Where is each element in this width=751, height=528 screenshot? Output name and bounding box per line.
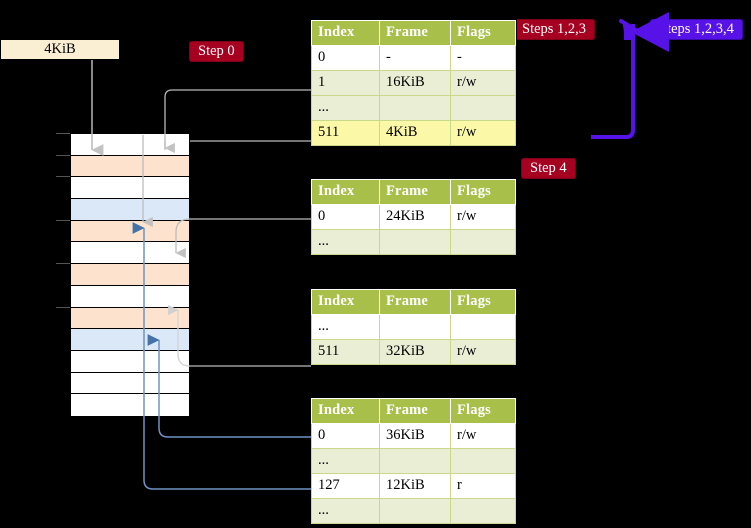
cell-index: 1 [311, 70, 380, 96]
memory-frame-5 [71, 242, 189, 265]
memory-frame-1 [71, 155, 189, 178]
connector-level3-0 [175, 218, 311, 259]
memory-tick-0 [56, 133, 70, 134]
column-header-frame: Frame [379, 179, 451, 205]
cell-index: ... [311, 498, 380, 524]
column-header-flags: Flags [450, 20, 516, 46]
memory-frame-2 [71, 177, 189, 200]
cell-frame [379, 314, 451, 340]
table-row: ... [311, 314, 516, 340]
badge-step-4: Step 4 [521, 158, 576, 179]
cell-frame [379, 229, 451, 255]
column-header-index: Index [311, 398, 380, 424]
cell-flags [450, 314, 516, 340]
connector-level2-511 [168, 304, 311, 367]
cell-frame: 16KiB [379, 70, 451, 96]
cell-index: 511 [311, 339, 380, 365]
cell-flags [450, 95, 516, 121]
cell-index: ... [311, 448, 380, 474]
memory-frame-6 [71, 264, 189, 286]
cell-frame [379, 95, 451, 121]
cell-flags: - [450, 45, 516, 71]
cell-index: 0 [311, 45, 380, 71]
memory-tick-3 [56, 219, 70, 221]
memory-frame-7 [71, 285, 189, 308]
memory-frame-3 [71, 199, 189, 221]
memory-frame-9 [71, 329, 189, 351]
column-header-index: Index [311, 289, 380, 315]
column-header-index: Index [311, 179, 380, 205]
table-row: ... [311, 448, 516, 474]
cell-frame: 36KiB [379, 423, 451, 449]
cell-index: ... [311, 229, 380, 255]
table-row: ... [311, 229, 516, 255]
memory-frame-10 [71, 350, 189, 373]
column-header-flags: Flags [450, 179, 516, 205]
column-header-index: Index [311, 20, 380, 46]
memory-frame-0 [71, 134, 189, 156]
cell-flags: r [450, 473, 516, 499]
badge-step-0: Step 0 [189, 41, 244, 62]
column-header-flags: Flags [450, 289, 516, 315]
cell-flags: r/w [450, 423, 516, 449]
memory-tick-5 [56, 306, 70, 308]
cell-flags [450, 229, 516, 255]
cell-flags: r/w [450, 204, 516, 230]
bracket-steps-1-2-3-4 [591, 12, 669, 139]
memory-tick-1 [56, 154, 70, 156]
column-header-frame: Frame [379, 398, 451, 424]
cell-flags [450, 498, 516, 524]
cell-index: ... [311, 314, 380, 340]
physical-memory-column [70, 133, 190, 416]
cell-index: 511 [311, 120, 380, 146]
cell-frame: 4KiB [379, 120, 451, 146]
cell-index: 0 [311, 204, 380, 230]
table-row: ... [311, 95, 516, 121]
cell-frame [379, 498, 451, 524]
cell-frame: 32KiB [379, 339, 451, 365]
cell-flags: r/w [450, 120, 516, 146]
memory-tick-4 [56, 263, 70, 265]
cell-index: ... [311, 95, 380, 121]
memory-frame-12 [71, 394, 189, 416]
bracket-arrow-head [619, 19, 640, 40]
cell-frame: 24KiB [379, 204, 451, 230]
memory-frame-8 [71, 307, 189, 330]
cell-index: 0 [311, 423, 380, 449]
cell-flags: r/w [450, 70, 516, 96]
cell-frame [379, 448, 451, 474]
badge-steps-1-2-3-4: Steps 1,2,3,4 [650, 19, 743, 40]
memory-tick-2 [56, 176, 70, 178]
cell-frame: 12KiB [379, 473, 451, 499]
table-row: ... [311, 498, 516, 524]
memory-frame-4 [71, 220, 189, 243]
cell-index: 127 [311, 473, 380, 499]
badge-steps-1-2-3: Steps 1,2,3 [513, 19, 596, 40]
column-header-flags: Flags [450, 398, 516, 424]
column-header-frame: Frame [379, 20, 451, 46]
size-box-4kib: 4KiB [0, 39, 120, 60]
table-row: 0-- [311, 45, 516, 71]
cell-flags [450, 448, 516, 474]
column-header-frame: Frame [379, 289, 451, 315]
memory-frame-11 [71, 372, 189, 395]
cell-frame: - [379, 45, 451, 71]
cell-flags: r/w [450, 339, 516, 365]
